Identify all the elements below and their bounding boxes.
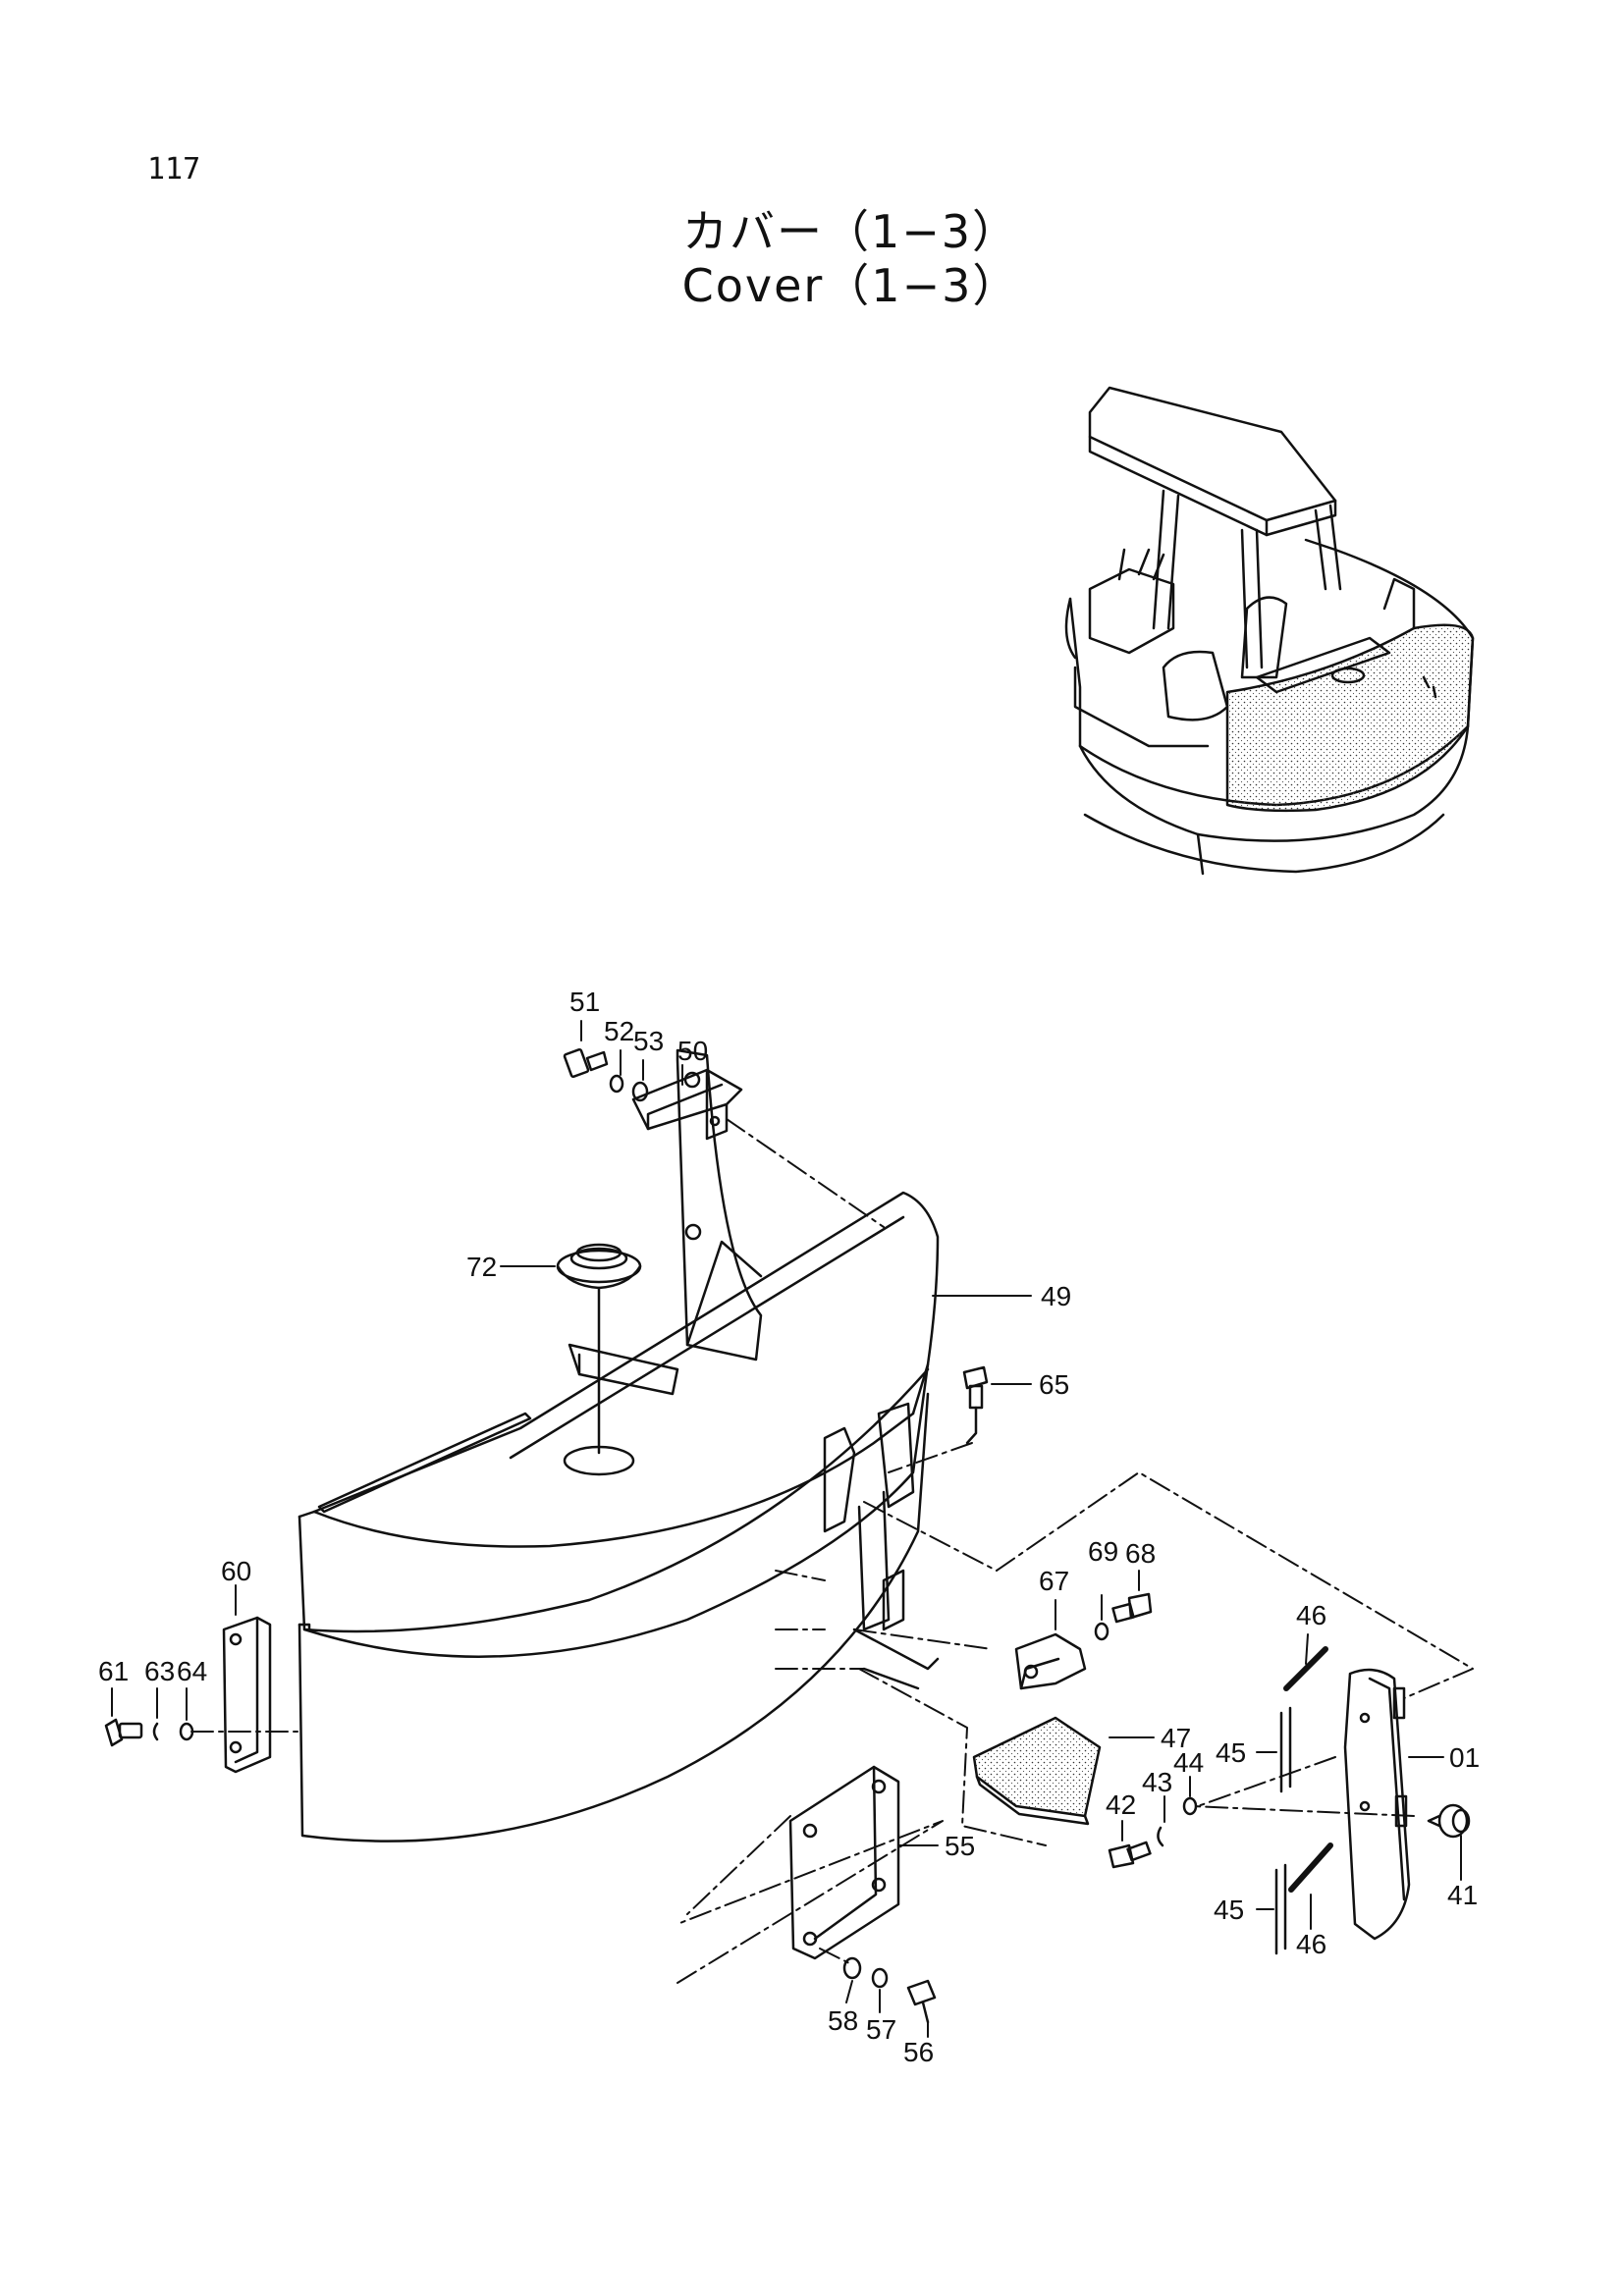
callout-44: 44: [1173, 1747, 1204, 1778]
washer-58: [842, 1956, 862, 1980]
bolt-68: [1111, 1592, 1153, 1624]
callout-69: 69: [1088, 1536, 1118, 1567]
callout-52: 52: [604, 1016, 634, 1046]
callout-46-upper: 46: [1296, 1600, 1326, 1630]
door-panel-01: [1343, 1668, 1411, 1941]
pad-47: [972, 1716, 1102, 1826]
callout-42: 42: [1106, 1789, 1136, 1820]
bolt-56: [906, 1979, 937, 2024]
washer-43: [1157, 1826, 1164, 1847]
knob-41: [1427, 1803, 1471, 1839]
washer-52: [609, 1074, 624, 1094]
washer-63: [152, 1722, 159, 1741]
callout-45-lower: 45: [1214, 1895, 1244, 1925]
bolt-51: [563, 1047, 609, 1079]
bolt-61: [104, 1718, 143, 1747]
plate-60: [222, 1616, 272, 1774]
strip-46-upper: [1283, 1646, 1328, 1691]
callout-51: 51: [569, 987, 600, 1017]
callout-labels: 51 52 53 50 72 49 65 60 61 63 64 69 68 6…: [98, 987, 1480, 2067]
callout-55: 55: [945, 1831, 975, 1861]
callout-63: 63: [144, 1656, 175, 1686]
washer-53: [631, 1081, 649, 1102]
callout-46-lower: 46: [1296, 1929, 1326, 1959]
callout-01: 01: [1449, 1742, 1480, 1773]
callout-56: 56: [903, 2037, 934, 2067]
bolt-42: [1108, 1841, 1152, 1869]
title-japanese: カバー（1−3）: [681, 205, 1020, 258]
callout-61: 61: [98, 1656, 129, 1686]
callout-41: 41: [1447, 1880, 1478, 1910]
title-english: Cover（1−3）: [681, 259, 1020, 312]
callout-50: 50: [677, 1036, 708, 1066]
callout-68: 68: [1125, 1538, 1156, 1569]
page-number: 117: [147, 152, 201, 187]
machine-overview: [1064, 386, 1475, 876]
assembly-lines: [190, 1118, 1474, 1984]
callout-64: 64: [177, 1656, 207, 1686]
bolt-65: [962, 1365, 989, 1445]
callout-67: 67: [1039, 1566, 1069, 1596]
washer-69: [1094, 1622, 1109, 1641]
callout-60: 60: [221, 1556, 251, 1586]
callout-43: 43: [1142, 1767, 1172, 1797]
bracket-50: [631, 1068, 743, 1141]
latch-67: [1014, 1632, 1087, 1690]
callout-45-upper: 45: [1216, 1737, 1246, 1768]
callout-49: 49: [1041, 1281, 1071, 1311]
callout-47: 47: [1161, 1723, 1191, 1753]
callout-57: 57: [866, 2014, 896, 2045]
callout-72: 72: [466, 1252, 497, 1282]
callout-65: 65: [1039, 1369, 1069, 1400]
washer-44: [1182, 1796, 1198, 1816]
fuel-ring-72: [556, 1243, 642, 1455]
leader-lines: [111, 1020, 1462, 2038]
callout-53: 53: [633, 1026, 664, 1056]
washer-57: [871, 1967, 889, 1989]
strip-46-lower: [1288, 1842, 1333, 1893]
callout-58: 58: [828, 2005, 858, 2036]
counterweight-cover-49: [298, 1048, 940, 1842]
plate-55: [788, 1765, 900, 1960]
